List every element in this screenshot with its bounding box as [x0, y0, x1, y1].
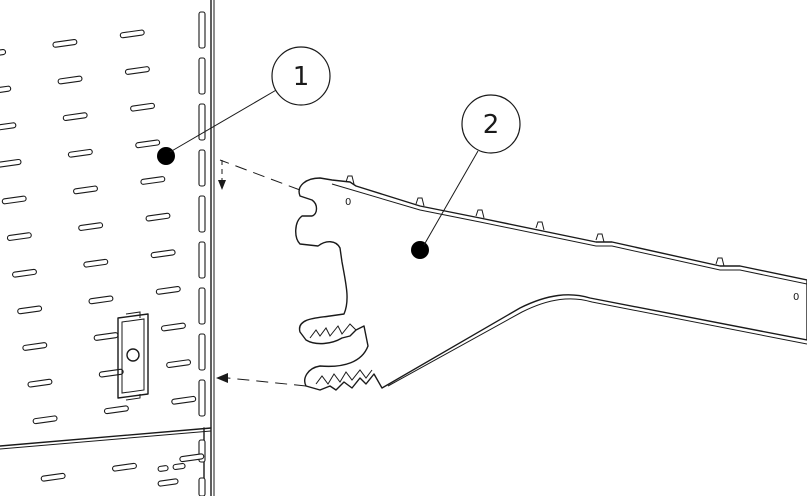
arrowhead-left-icon: [216, 373, 228, 383]
callout-1-label: 1: [293, 62, 310, 92]
callout-1-circle: [271, 46, 331, 106]
part-2-marker: [411, 241, 429, 259]
vertical-slot-column: [198, 11, 206, 496]
horizontal-slots: [0, 29, 205, 482]
arrowhead-down-icon: [218, 180, 226, 190]
bracket-hole-mark-left: 0: [345, 197, 351, 208]
callout-1: 1: [169, 46, 331, 153]
part-1-marker: [157, 147, 175, 165]
insertion-arrows: [216, 159, 307, 387]
slotted-wall-panel: [0, 0, 215, 496]
bracket-hole-mark-right: 0: [793, 292, 799, 303]
callout-2-circle: [461, 94, 521, 154]
callout-2: 2: [423, 94, 521, 246]
shelf-bracket: 0 0: [295, 175, 807, 391]
callout-2-label: 2: [483, 110, 500, 140]
mounting-plate: [117, 311, 149, 401]
